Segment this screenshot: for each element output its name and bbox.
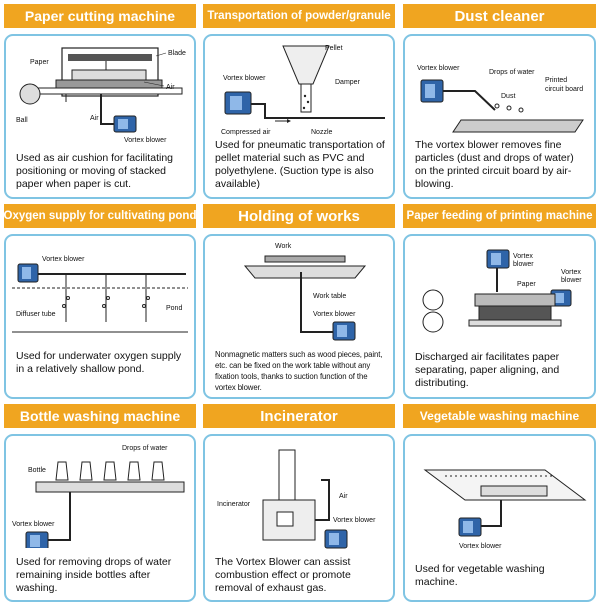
panel-paper-cutting: Paper cutting machine Blade Air Paper Ai… (4, 4, 196, 199)
panel-caption: Used for underwater oxygen supply in a r… (16, 350, 182, 375)
panel-title: Paper feeding of printing machine (403, 204, 596, 228)
label-diffuser-tube: Diffuser tube (16, 311, 56, 318)
panel-incinerator: Incinerator Incinerator Air Vortex blowe… (203, 404, 395, 602)
label-vortex-blower-1-line1: Vortex (513, 253, 533, 260)
panel-title: Dust cleaner (403, 4, 596, 28)
paper-cutting-diagram: Blade Air Paper Air Ball Vortex blower (16, 47, 186, 144)
panel-card: Work Work table Vortex blower Nonmagneti… (203, 234, 395, 399)
panel-card: Incinerator Air Vortex blower The Vortex… (203, 434, 395, 602)
panel-card: Vortex blower Vortex blower Paper Discha… (403, 234, 596, 399)
panel-bottle-washing: Bottle washing machine Bottle Drops of w… (4, 404, 196, 602)
label-vortex-blower: Vortex blower (42, 256, 85, 263)
panel-paper-feeding: Paper feeding of printing machine Vortex… (403, 204, 596, 399)
panel-card: Pellet Damper Vortex blower Compressed a… (203, 34, 395, 199)
label-bottle: Bottle (28, 467, 46, 474)
label-vortex-blower: Vortex blower (417, 65, 460, 72)
label-vortex-blower: Vortex blower (333, 517, 376, 524)
label-paper: Paper (517, 281, 536, 288)
vegetable-washing-diagram: Vortex blower (423, 469, 587, 550)
label-compressed-air: Compressed air (221, 129, 271, 136)
panel-caption: Nonmagnetic matters such as wood pieces,… (215, 350, 383, 392)
label-board-line1: Printed (545, 77, 567, 84)
panel-title: Transportation of powder/granule (203, 4, 395, 28)
label-vortex-blower-2-line1: Vortex (561, 269, 581, 276)
panel-title: Oxygen supply for cultivating pond (4, 204, 196, 228)
label-vortex-blower-1-line2: blower (513, 261, 534, 268)
label-vortex-blower: Vortex blower (12, 521, 55, 528)
label-blade: Blade (168, 50, 186, 57)
label-pellet: Pellet (325, 45, 343, 52)
panel-holding-of-works: Holding of works Work Work table Vortex … (203, 204, 395, 399)
label-air: Air (339, 493, 348, 500)
panel-card: Bottle Drops of water Vortex blower Used… (4, 434, 196, 602)
panel-title: Incinerator (203, 404, 395, 428)
label-dust: Dust (501, 93, 515, 100)
dust-cleaner-diagram: Vortex blower Drops of water Dust Printe… (417, 65, 584, 133)
label-drops-of-water: Drops of water (122, 445, 168, 452)
panel-card: Vortex blower Diffuser tube Pond Used fo… (4, 234, 196, 399)
label-nozzle: Nozzle (311, 129, 333, 136)
panel-caption: Used for removing drops of water remaini… (16, 556, 172, 594)
label-pond: Pond (166, 305, 182, 312)
label-vortex-blower-2-line2: blower (561, 277, 582, 284)
incinerator-diagram: Incinerator Air Vortex blower (217, 449, 376, 549)
panel-title: Holding of works (203, 204, 395, 228)
panel-title: Bottle washing machine (4, 404, 196, 428)
label-incinerator: Incinerator (217, 501, 251, 508)
panel-caption: The vortex blower removes fine particles… (415, 139, 574, 190)
label-paper: Paper (30, 59, 49, 66)
oxygen-supply-diagram: Vortex blower Diffuser tube Pond (12, 256, 188, 333)
panel-card: Blade Air Paper Air Ball Vortex blower U… (4, 34, 196, 199)
panel-oxygen-supply: Oxygen supply for cultivating pond Vorte… (4, 204, 196, 399)
panel-caption: Used as air cushion for facilitating pos… (16, 152, 173, 190)
panel-title: Vegetable washing machine (403, 404, 596, 428)
panel-caption: Used for pneumatic transportation of pel… (215, 139, 385, 190)
label-vortex-blower: Vortex blower (313, 311, 356, 318)
label-vortex-blower: Vortex blower (124, 137, 167, 144)
panel-caption: Used for vegetable washing machine. (415, 563, 545, 588)
label-damper: Damper (335, 79, 361, 86)
label-vortex-blower: Vortex blower (223, 75, 266, 82)
label-work-table: Work table (313, 293, 346, 300)
panel-powder-transport: Transportation of powder/granule Pellet … (203, 4, 395, 199)
panel-card: Vortex blower Used for vegetable washing… (403, 434, 596, 602)
label-drops-of-water: Drops of water (489, 69, 535, 76)
panel-title: Paper cutting machine (4, 4, 196, 28)
panel-caption: Discharged air facilitates paper separat… (415, 351, 560, 389)
panel-card: Vortex blower Drops of water Dust Printe… (403, 34, 596, 199)
label-ball: Ball (16, 117, 28, 124)
panel-dust-cleaner: Dust cleaner Vortex blower Drops of wate… (403, 4, 596, 199)
panel-caption: The Vortex Blower can assist combustion … (215, 556, 351, 594)
label-work: Work (275, 243, 292, 250)
label-air-top: Air (166, 84, 175, 91)
panel-vegetable-washing: Vegetable washing machine Vortex blower … (403, 404, 596, 602)
label-board-line2: circuit board (545, 86, 583, 93)
paper-feeding-diagram: Vortex blower Vortex blower Paper (422, 249, 582, 333)
bottle-washing-diagram: Bottle Drops of water Vortex blower (12, 445, 185, 548)
label-vortex-blower: Vortex blower (459, 543, 502, 550)
holding-of-works-diagram: Work Work table Vortex blower (243, 243, 367, 341)
powder-transport-diagram: Pellet Damper Vortex blower Compressed a… (221, 45, 385, 136)
label-air: Air (90, 115, 99, 122)
